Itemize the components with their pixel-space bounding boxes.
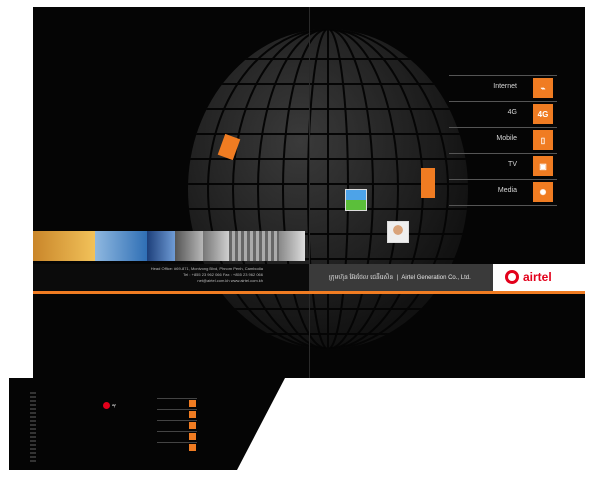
globe-graphic [188, 29, 468, 349]
contact-details: Head Office: #69-871, Monivong Blvd, Phn… [151, 266, 263, 284]
mini-brand-panel: ᵃᵢʳ [95, 392, 201, 452]
company-name: ក្រុមហ៊ុន អ៊ែរថែល ជេនឺរេសិន | Airtel Gen… [329, 273, 471, 282]
tv-icon: ▣ [533, 156, 553, 176]
contact-phone-fax: Tel : +855 23 962 066 Fax : +855 23 962 … [183, 272, 263, 277]
mini-menu-icon [189, 444, 196, 451]
mini-logo-mark-icon [103, 402, 110, 409]
mini-menu-item [157, 398, 197, 409]
menu-item-label: Mobile [496, 135, 517, 142]
globe-network-photo [147, 231, 175, 261]
airtel-logo-mark-icon [505, 270, 519, 284]
photo-collage-strip [33, 231, 305, 261]
mobile-phone-icon: ▯ [533, 130, 553, 150]
logo-panel: airtel [493, 264, 585, 291]
call-center-photo [203, 231, 229, 261]
company-name-khmer: ក្រុមហ៊ុន អ៊ែរថែល ជេនឺរេសិន [329, 275, 394, 281]
mini-menu-item [157, 431, 197, 442]
contact-address: Head Office: #69-871, Monivong Blvd, Phn… [150, 266, 263, 271]
menu-item-label: 4G [507, 109, 517, 116]
mini-wordmark: ᵃᵢʳ [112, 402, 116, 409]
film-reel-icon: ✺ [533, 182, 553, 202]
tower-photo [279, 231, 305, 261]
mini-menu-icon [189, 411, 196, 418]
mini-menu-icon [189, 433, 196, 440]
4g-icon: 4G [533, 104, 553, 124]
usb-modem-photo [33, 231, 95, 261]
envelope-flap-content: ᵃᵢʳ [9, 378, 285, 470]
menu-item-label: TV [508, 161, 517, 168]
menu-item-tv[interactable]: TV ▣ [449, 153, 557, 179]
airtel-wordmark: airtel [523, 270, 552, 284]
company-name-panel: ក្រុមហ៊ុន អ៊ែរថែល ជេនឺរេសិន | Airtel Gen… [309, 264, 493, 291]
office-worker-photo [175, 231, 203, 261]
contact-email-web: net@airtel.com.kh www.airtel.com.kh [197, 278, 263, 283]
service-menu: Internet ⌁ 4G 4G Mobile ▯ TV ▣ Media ✺ [449, 75, 557, 206]
menu-item-4g[interactable]: 4G 4G [449, 101, 557, 127]
satellite-dish-icon: ⌁ [533, 78, 553, 98]
company-separator: | [396, 275, 399, 281]
mini-menu-icon [189, 400, 196, 407]
mini-menu-item [157, 409, 197, 420]
mini-menu-icon [189, 422, 196, 429]
mini-menu-item [157, 442, 197, 453]
mini-airtel-logo: ᵃᵢʳ [103, 402, 116, 409]
menu-item-mobile[interactable]: Mobile ▯ [449, 127, 557, 153]
menu-item-label: Internet [493, 83, 517, 90]
hands-network-photo [95, 231, 147, 261]
info-bar: Head Office: #69-871, Monivong Blvd, Phn… [33, 264, 585, 291]
mini-service-menu [157, 398, 197, 453]
menu-item-media[interactable]: Media ✺ [449, 179, 557, 206]
server-room-photo [229, 231, 279, 261]
menu-item-label: Media [497, 187, 517, 194]
mini-menu-item [157, 420, 197, 431]
folder-cover: Internet ⌁ 4G 4G Mobile ▯ TV ▣ Media ✺ [33, 7, 585, 378]
menu-item-internet[interactable]: Internet ⌁ [449, 75, 557, 101]
airtel-logo: airtel [505, 270, 552, 284]
fold-line [309, 7, 310, 378]
globe-photo-thumb [345, 189, 367, 211]
orange-accent-line [33, 291, 585, 294]
company-name-english: Airtel Generation Co., Ltd. [401, 275, 471, 281]
contact-panel: Head Office: #69-871, Monivong Blvd, Phn… [33, 264, 309, 291]
person-photo-thumb [387, 221, 409, 243]
vertical-fine-print [30, 392, 36, 464]
